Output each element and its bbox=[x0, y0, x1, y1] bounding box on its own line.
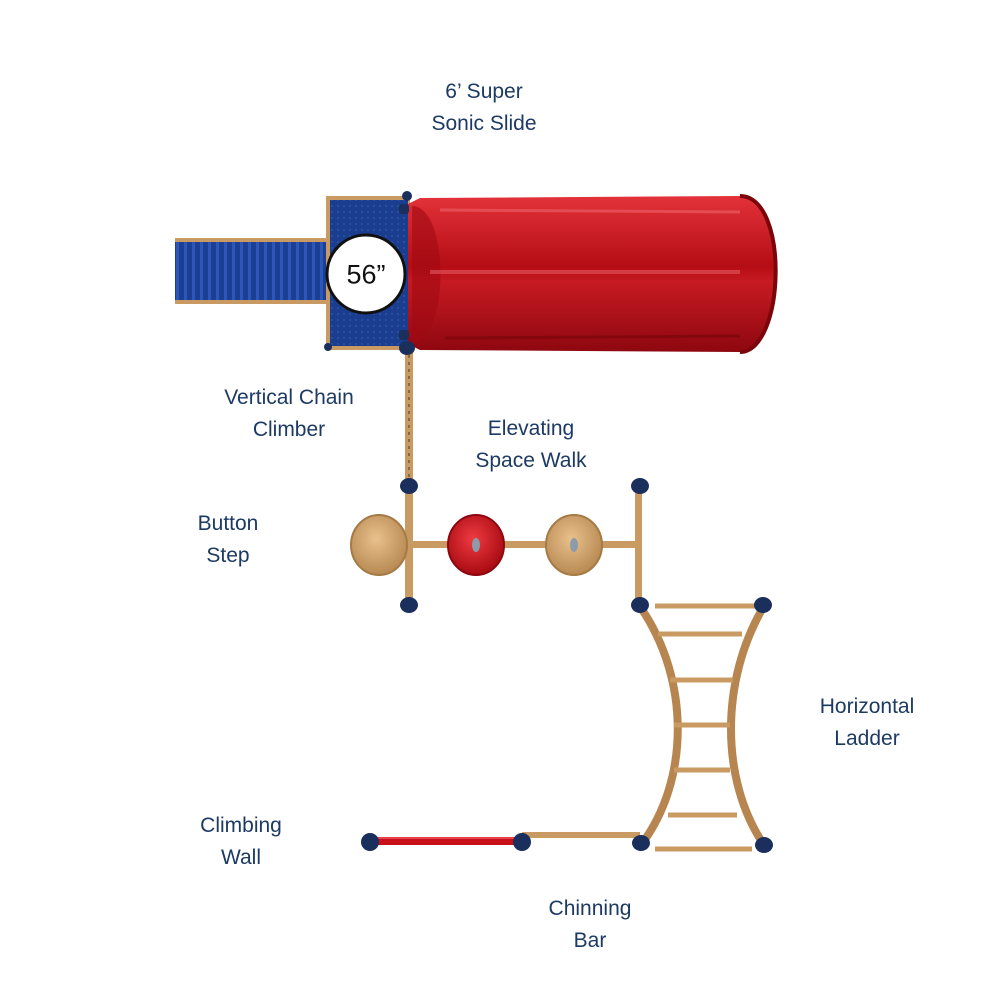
label-chinning-bar: Chinning Bar bbox=[548, 897, 632, 952]
post-clamps bbox=[324, 191, 773, 853]
deck-height-label: 56” bbox=[346, 259, 386, 290]
button-step-tan-2 bbox=[545, 514, 603, 576]
chinning-bar bbox=[522, 832, 640, 838]
deck-height-marker bbox=[325, 233, 407, 315]
space-walk-frame bbox=[409, 485, 642, 610]
label-super-sonic-slide: 6’ Super Sonic Slide bbox=[431, 80, 537, 135]
label-elevating-space-walk: Elevating Space Walk bbox=[475, 417, 587, 472]
button-step-red bbox=[447, 514, 505, 576]
button-step-tan bbox=[350, 514, 408, 576]
label-button-step: Button Step bbox=[197, 512, 259, 567]
climbing-wall bbox=[372, 837, 522, 845]
horizontal-ladder bbox=[637, 603, 768, 852]
super-sonic-slide bbox=[408, 194, 778, 354]
entry-stairs bbox=[175, 238, 330, 304]
label-vertical-chain-climber: Vertical Chain Climber bbox=[224, 386, 354, 441]
label-climbing-wall: Climbing Wall bbox=[200, 814, 282, 869]
label-horizontal-ladder: Horizontal Ladder bbox=[819, 695, 915, 750]
